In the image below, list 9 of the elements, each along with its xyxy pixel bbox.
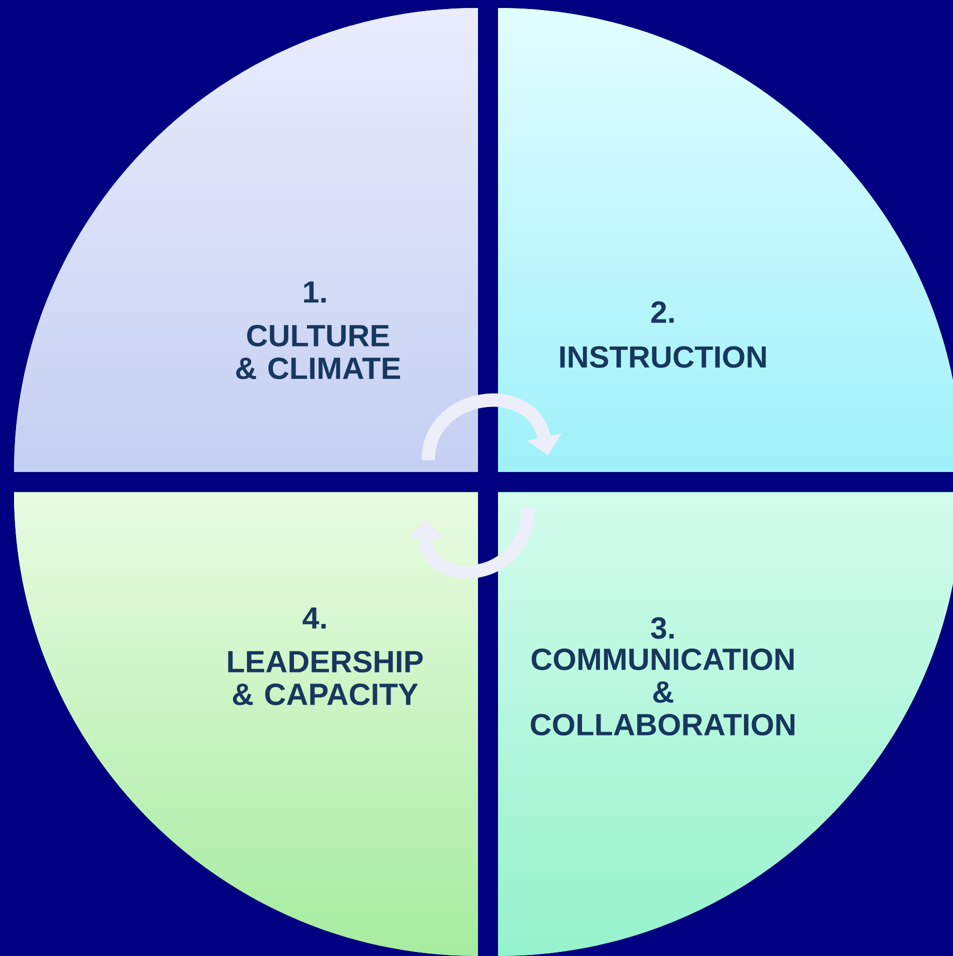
curved-arrow [408, 506, 535, 579]
quadrant-title: LEADERSHIP & CAPACITY [228, 650, 423, 706]
number-label: 4. [302, 607, 326, 629]
quadrant-title: COMMUNICATION & COLLABORATION [530, 648, 794, 736]
number-label: 3. [650, 617, 674, 639]
number-label: 2. [651, 301, 674, 323]
quadrant-title: CULTURE & CLIMATE [236, 324, 400, 380]
number-label: 1. [304, 281, 326, 303]
quadrant-title: INSTRUCTION [560, 346, 766, 368]
